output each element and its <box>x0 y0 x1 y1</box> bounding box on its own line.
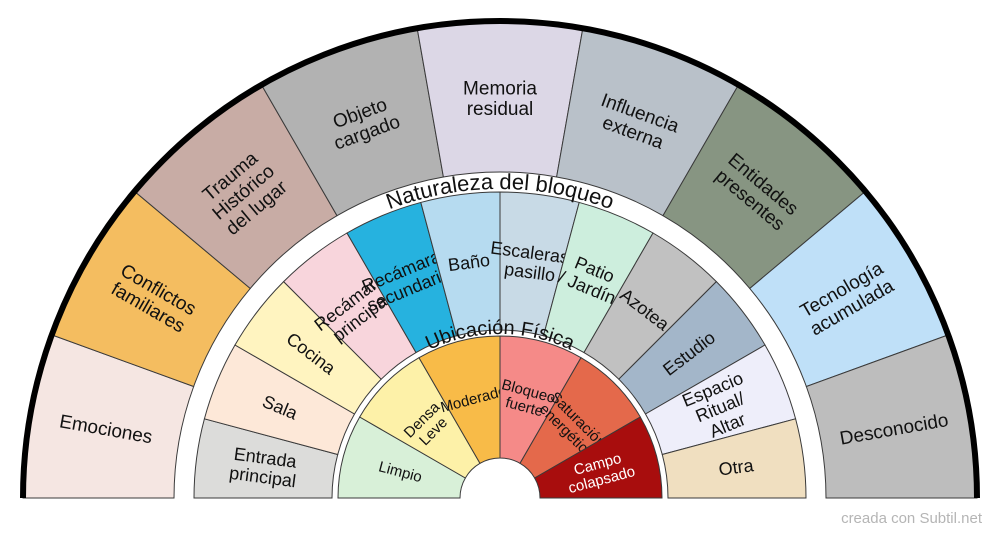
inner-ring-segment <box>533 416 663 499</box>
outer-rim <box>20 18 980 499</box>
credit-text: creada con Subtil.net <box>841 510 982 527</box>
middle-ring-segment <box>661 418 807 499</box>
middle-ring-label: Otra <box>717 455 755 480</box>
